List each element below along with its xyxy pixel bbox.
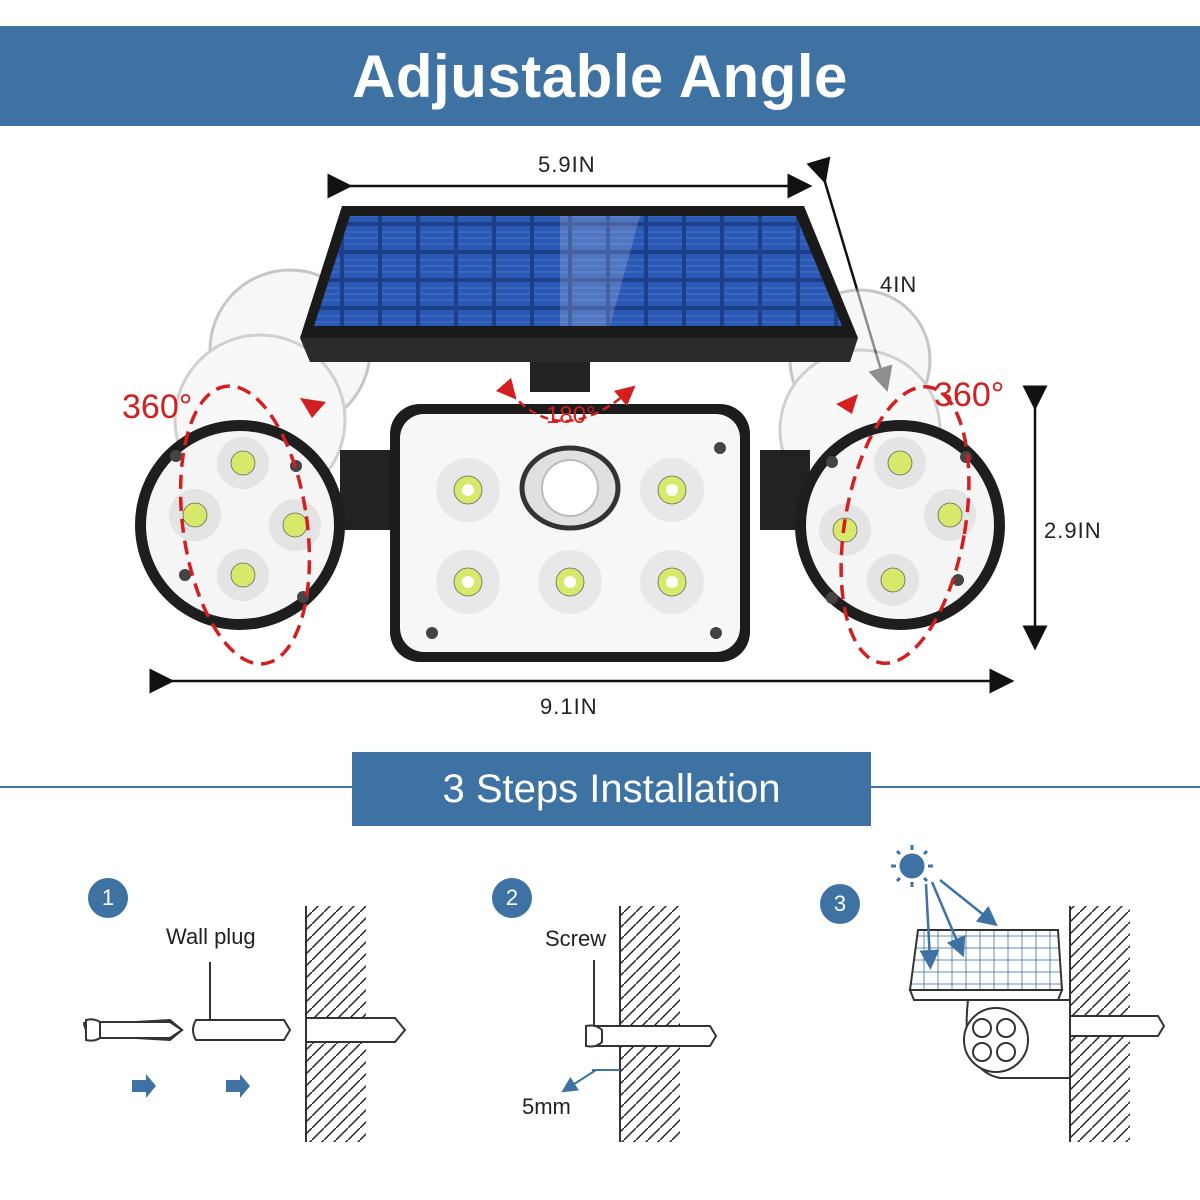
right-rotation-arrowhead	[836, 394, 858, 414]
right-rotation-indicator	[839, 384, 971, 666]
panel-width-label: 5.9IN	[538, 152, 596, 177]
step3-diagram	[891, 845, 1166, 1142]
step1-diagram	[83, 906, 407, 1142]
installation-title: 3 Steps Installation	[442, 766, 781, 811]
left-lamp-head	[135, 420, 390, 630]
left-angle-label: 360°	[122, 388, 193, 426]
screw-label: Screw	[545, 926, 607, 951]
center-rotation-indicator	[495, 377, 636, 423]
step2-diagram	[561, 906, 718, 1142]
size-label: 5mm	[522, 1094, 571, 1119]
solar-panel	[300, 206, 858, 392]
right-angle-label: 360°	[934, 376, 1005, 414]
step-2-badge: 2	[492, 878, 532, 918]
step1-arrows	[132, 1074, 250, 1098]
total-width-label: 9.1IN	[540, 694, 598, 719]
panel-depth-label: 4IN	[880, 272, 918, 297]
page-title: Adjustable Angle	[352, 42, 848, 110]
right-lamp-head	[760, 420, 1005, 630]
step-1-badge: 1	[88, 878, 128, 918]
left-rotation-arrowhead	[300, 398, 326, 418]
wall-plug-label: Wall plug	[166, 924, 256, 949]
height-label: 2.9IN	[1044, 518, 1102, 543]
sun-icon	[891, 845, 933, 887]
installation-banner: 3 Steps Installation	[352, 752, 871, 826]
title-banner: Adjustable Angle	[0, 26, 1200, 126]
center-angle-label: 180°	[546, 402, 596, 429]
step-3-badge: 3	[820, 884, 860, 924]
center-lamp	[390, 404, 750, 662]
left-rotation-indicator	[178, 384, 312, 666]
